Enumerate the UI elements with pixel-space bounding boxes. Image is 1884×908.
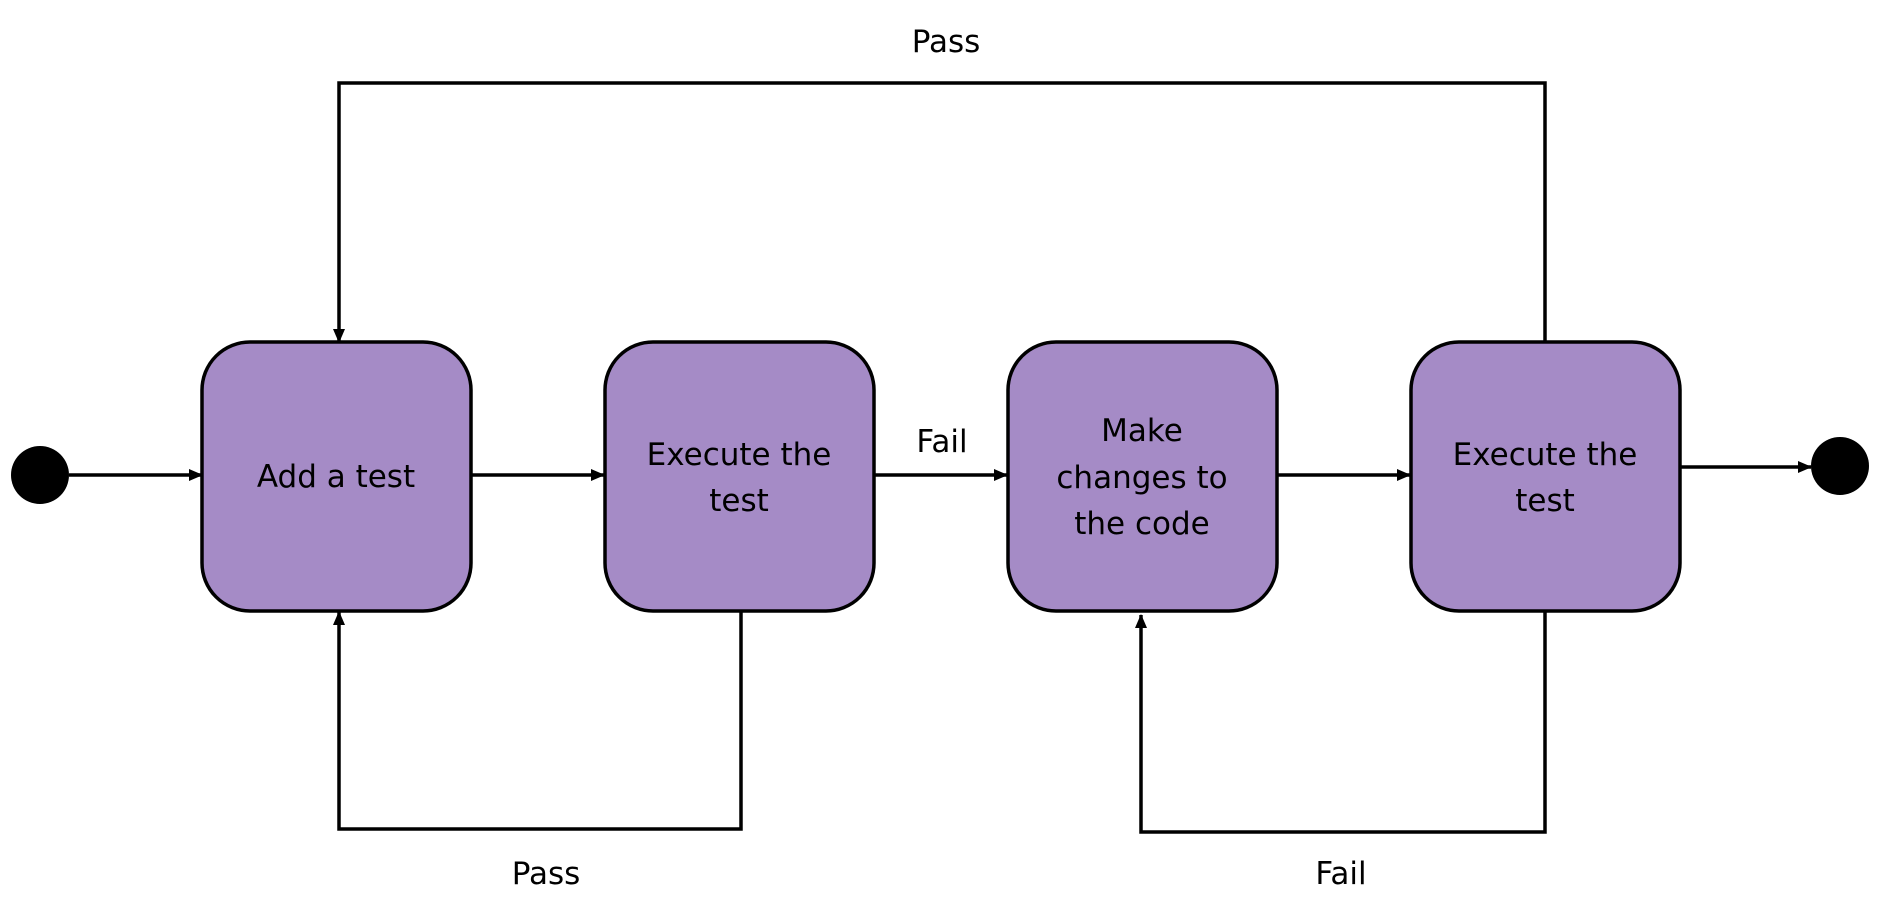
- node-make-changes-line-2: changes to: [1056, 460, 1227, 496]
- node-make-changes-line-1: Make: [1101, 413, 1183, 449]
- node-execute-test-1-box: [603, 340, 876, 613]
- node-execute-test-2-box: [1409, 340, 1682, 613]
- edge-exec2-to-change-fail: [1135, 612, 1547, 834]
- node-add-test: Add a test: [200, 340, 473, 613]
- node-make-changes-box: [1006, 340, 1279, 613]
- node-add-test-box: [200, 340, 473, 613]
- edge-label-fail-bottom: Fail: [1315, 856, 1366, 892]
- node-execute-test-2: Execute the test: [1409, 340, 1682, 613]
- node-add-test-line-1: Add a test: [257, 459, 415, 495]
- edge-label-fail-middle: Fail: [916, 424, 967, 460]
- edge-label-pass-bottom: Pass: [512, 856, 581, 892]
- node-execute-test-2-line-1: Execute the: [1453, 437, 1638, 473]
- edge-exec2-to-add-pass: [333, 81, 1547, 343]
- edge-label-pass-top: Pass: [912, 24, 981, 60]
- edge-exec1-to-add-pass: [333, 611, 743, 831]
- end-node: [1811, 437, 1869, 495]
- node-execute-test-1: Execute the test: [603, 340, 876, 613]
- node-execute-test-1-line-2: test: [709, 483, 769, 519]
- node-make-changes: Make changes to the code: [1006, 340, 1279, 613]
- node-execute-test-2-line-2: test: [1515, 483, 1575, 519]
- node-execute-test-1-line-1: Execute the: [647, 437, 832, 473]
- start-node: [11, 446, 69, 504]
- node-make-changes-line-3: the code: [1074, 506, 1210, 542]
